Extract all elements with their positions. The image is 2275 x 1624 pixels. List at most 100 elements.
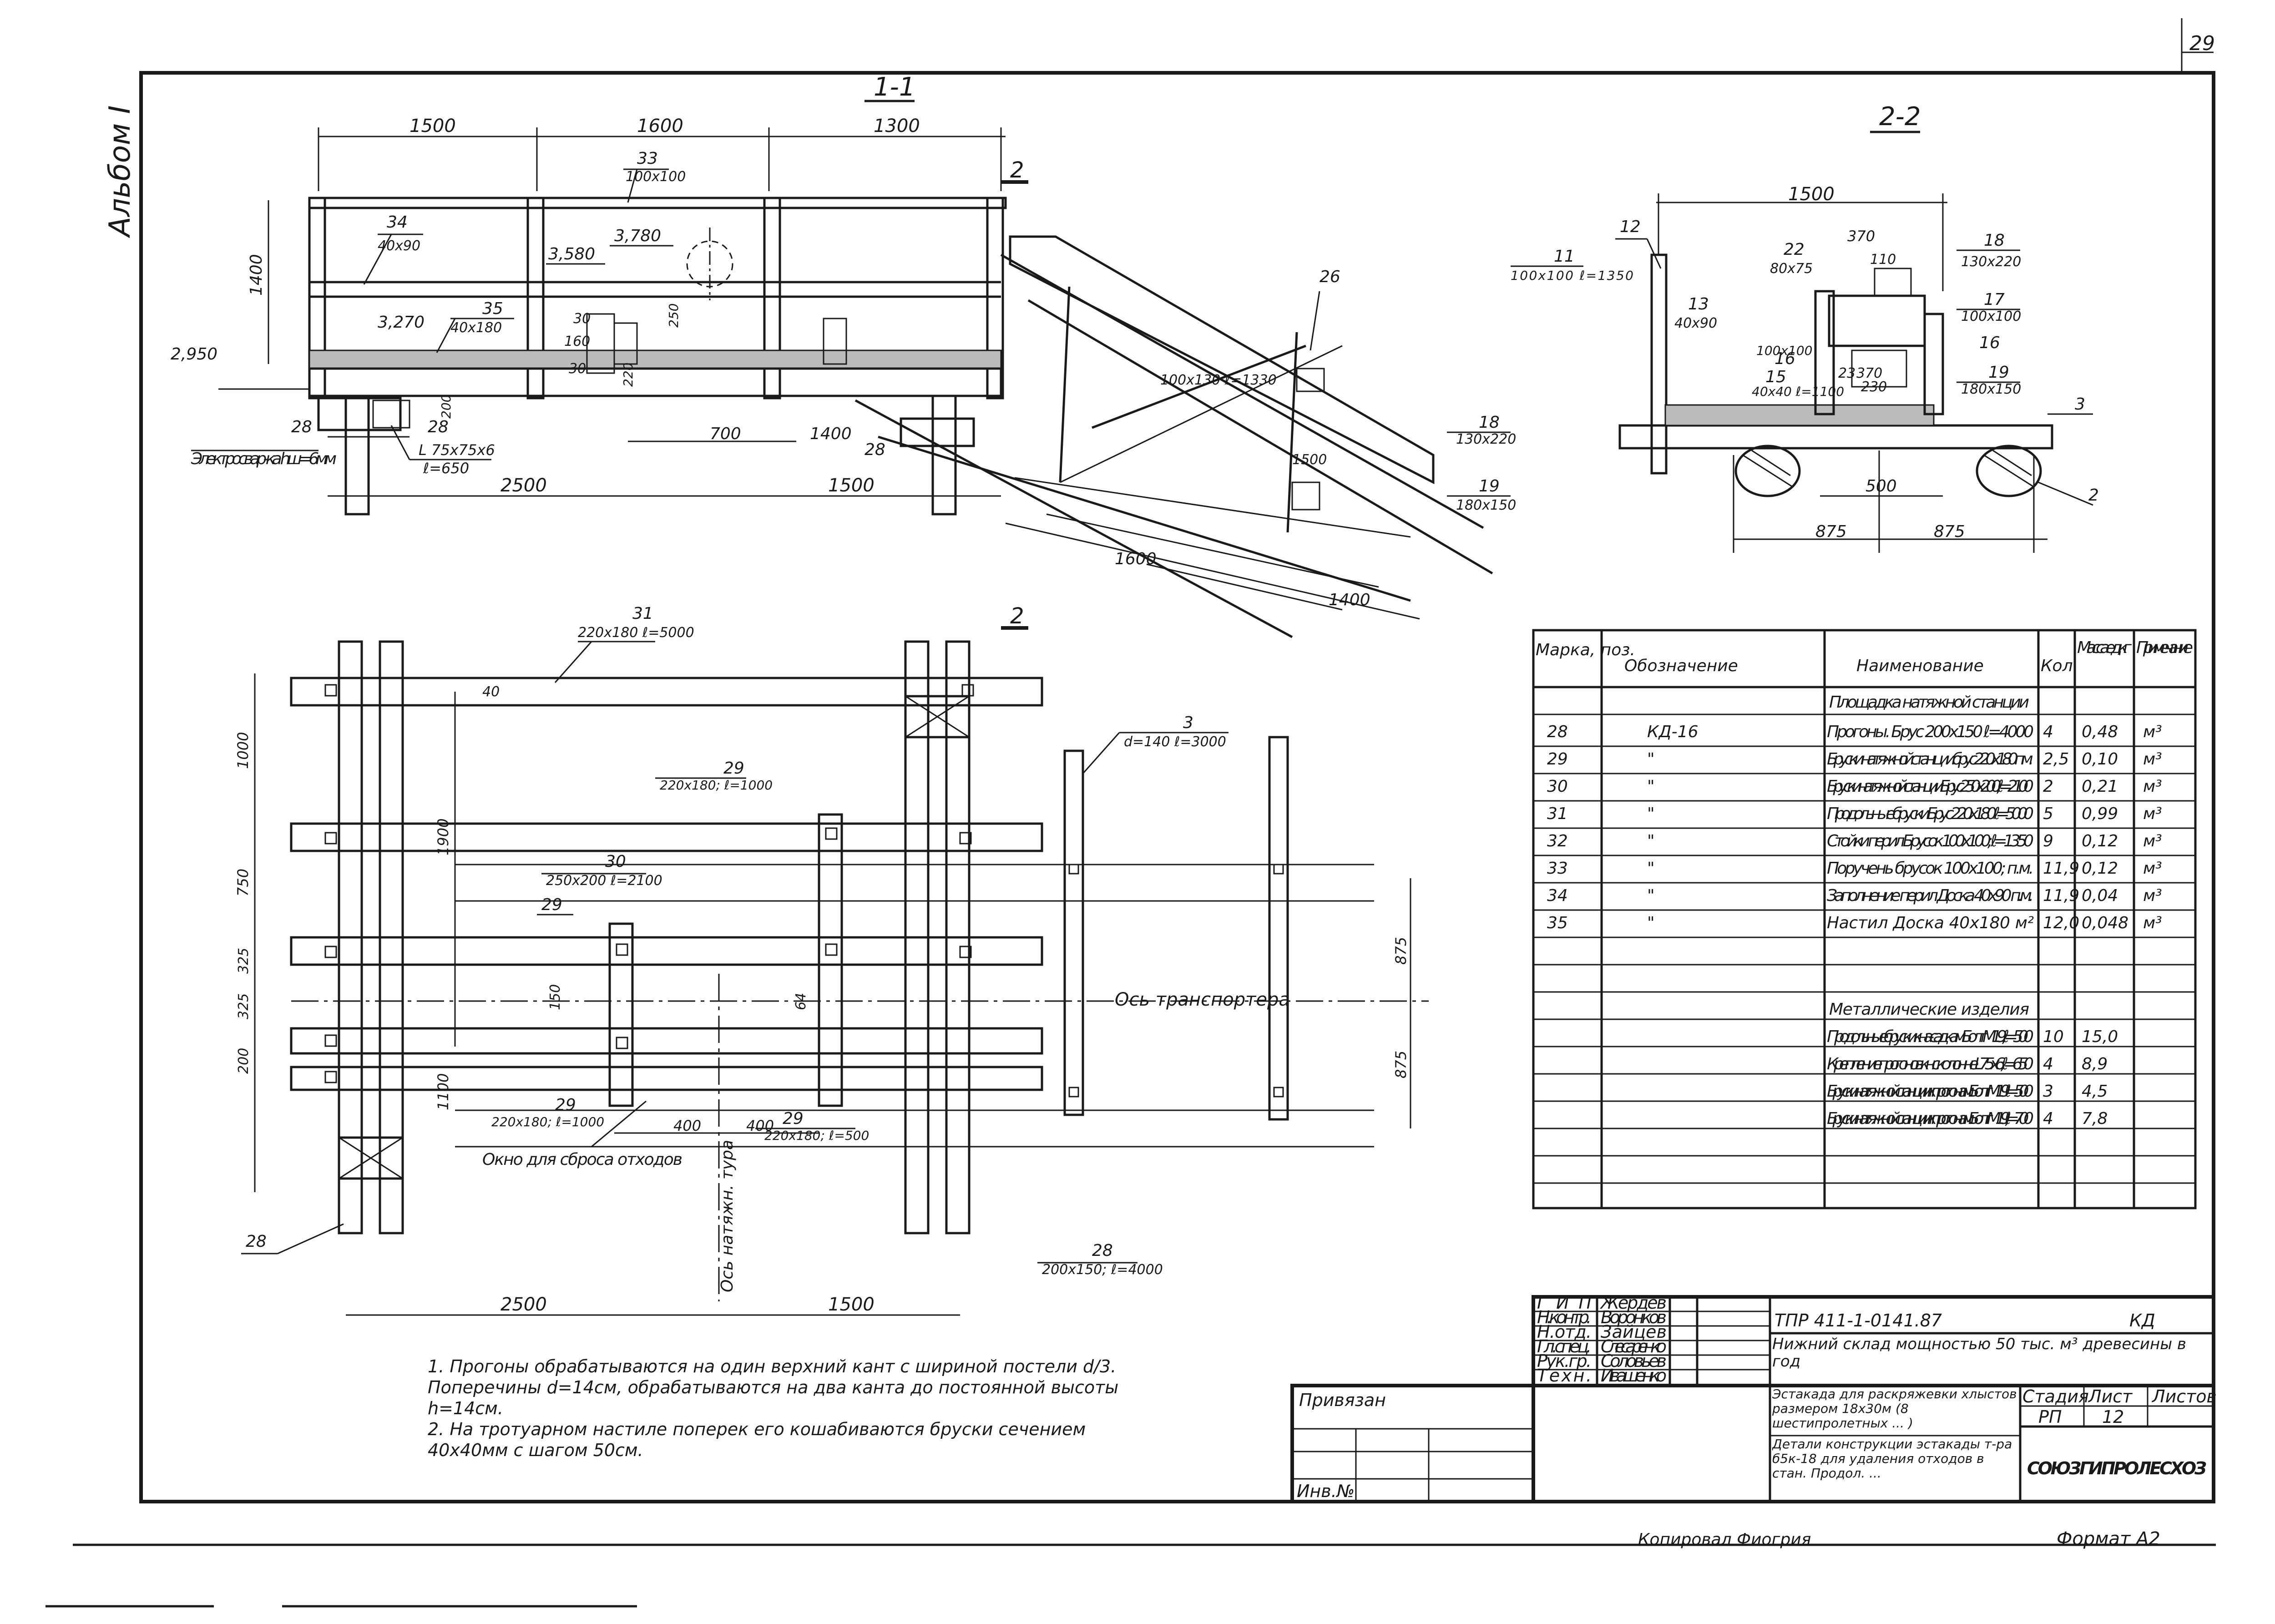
svg-text:130x220: 130x220 (1456, 431, 1516, 447)
svg-text:200: 200 (439, 395, 454, 419)
svg-text:100x100: 100x100 (1756, 343, 1812, 358)
svg-text:12: 12 (2102, 1407, 2124, 1427)
svg-text:22: 22 (1784, 240, 1805, 259)
svg-text:220x180; ℓ=1000: 220x180; ℓ=1000 (660, 778, 773, 793)
notes: 1. Прогоны обрабатываются на один верхни… (428, 1356, 1119, 1460)
svg-text:40x90: 40x90 (1674, 315, 1717, 331)
object-name: Эстакада для раскряжевки хлыстов размеро… (1772, 1387, 2017, 1431)
project-name: Нижний склад мощностью 50 тыс. м³ древес… (1772, 1336, 2186, 1371)
svg-text:18: 18 (1479, 413, 1500, 432)
page-number: 29 (2189, 32, 2215, 55)
album-label: Альбом I (103, 105, 137, 238)
svg-text:80x75: 80x75 (1770, 261, 1813, 277)
axis-drum-label: Ось натяжн. тура (718, 1140, 737, 1292)
doc-type: КД (2129, 1310, 2155, 1331)
svg-text:12: 12 (1620, 218, 1641, 236)
svg-text:150: 150 (547, 984, 563, 1010)
role-title: Н.контр. (1537, 1307, 1592, 1327)
level-2950: 2,950 (171, 345, 217, 364)
spec-cell-name: Прогоны. Брус 200x150 ℓ=4000 (1827, 723, 2034, 741)
spec-cell-mark: 31 (1547, 804, 1568, 823)
spec-cell-qty: 5 (2043, 804, 2053, 823)
deck-35 (308, 349, 1002, 369)
svg-text:40: 40 (482, 684, 500, 700)
svg-text:1600: 1600 (1115, 550, 1157, 568)
spec-cell-mass: 0,12 (2082, 832, 2118, 850)
svg-text:1000: 1000 (234, 732, 252, 769)
sheet-name: Детали конструкции эстакады т-ра б5к-18 … (1772, 1437, 2012, 1481)
svg-text:РП: РП (2038, 1407, 2062, 1427)
log-pile-right (1976, 445, 2042, 497)
plan-beam-28-left (338, 640, 363, 1234)
metal-cell-mass: 4,5 (2082, 1082, 2108, 1101)
crossbeam-3 (1618, 424, 2053, 450)
role-title: Техн. (1537, 1366, 1592, 1386)
spec-cell-qty: 11,9 (2043, 886, 2079, 905)
svg-text:250x200 ℓ=2100: 250x200 ℓ=2100 (546, 873, 662, 889)
svg-text:700: 700 (710, 425, 741, 443)
svg-text:d=140 ℓ=3000: d=140 ℓ=3000 (1124, 734, 1226, 750)
svg-text:29: 29 (723, 759, 744, 778)
section-1-1-title: 1-1 (874, 72, 915, 102)
spec-cell-mark: 29 (1547, 750, 1568, 769)
svg-text:400: 400 (673, 1117, 701, 1134)
note-1: 1. Прогоны обрабатываются на один верхни… (428, 1356, 1119, 1418)
svg-text:ℓ=650: ℓ=650 (423, 460, 469, 477)
metal-cell-qty: 4 (2043, 1109, 2053, 1128)
svg-text:1100: 1100 (435, 1073, 452, 1110)
svg-text:Лист: Лист (2088, 1386, 2133, 1406)
svg-text:2: 2 (1010, 603, 1024, 629)
svg-text:28: 28 (291, 418, 312, 436)
svg-text:1500: 1500 (1788, 184, 1835, 205)
svg-text:Площадка натяжной станции: Площадка натяжной станции (1829, 693, 2029, 712)
svg-text:180x150: 180x150 (1456, 497, 1516, 513)
svg-text:Наименование: Наименование (1856, 657, 1984, 675)
svg-text:28: 28 (246, 1232, 267, 1251)
svg-text:1500: 1500 (1292, 452, 1327, 468)
section-1-1: 1-1 1500 1600 1300 1400 2,950 3,270 3,58… (171, 72, 1516, 638)
svg-text:875: 875 (1934, 522, 1965, 541)
svg-text:160: 160 (564, 334, 590, 349)
metal-cell-mass: 7,8 (2082, 1109, 2108, 1128)
spec-cell-qty: 11,9 (2043, 859, 2079, 878)
svg-text:19: 19 (1988, 363, 2009, 382)
spec-cell-note: м³ (2143, 859, 2162, 878)
spec-cell-qty: 2 (2043, 777, 2053, 796)
label-33: 33 (637, 149, 658, 168)
metal-cell-name: Бруски натяжной станции к прогонам. Болт… (1827, 1082, 2034, 1101)
role-title: ГИП (1537, 1293, 1592, 1313)
svg-text:130x220: 130x220 (1961, 254, 2021, 270)
spec-cell-qty: 2,5 (2043, 750, 2069, 769)
spec-cell-note: м³ (2143, 723, 2162, 741)
plan-log-3-b (1268, 736, 1289, 1121)
svg-text:19: 19 (1479, 477, 1500, 496)
plan-log-3-a (1063, 749, 1084, 1116)
metal-cell-qty: 4 (2043, 1055, 2053, 1073)
spec-cell-mass: 0,04 (2082, 886, 2118, 905)
svg-text:3: 3 (2075, 395, 2085, 414)
level-3270: 3,270 (378, 313, 425, 332)
level-3580: 3,580 (548, 245, 595, 263)
dim-1600: 1600 (637, 116, 683, 137)
svg-text:Стадия: Стадия (2022, 1386, 2089, 1406)
spec-cell-name: Заполнение перил Доска 40x90 п.м. (1827, 886, 2034, 905)
svg-text:29: 29 (555, 1096, 576, 1114)
label-34-size: 40x90 (378, 238, 420, 254)
spec-cell-note: м³ (2143, 832, 2162, 850)
svg-text:Инв.№: Инв.№ (1297, 1481, 1355, 1501)
svg-text:2500: 2500 (500, 475, 547, 496)
svg-text:13: 13 (1688, 295, 1709, 314)
metal-cell-mass: 8,9 (2082, 1055, 2108, 1073)
note-2: 2. На тротуарном настиле поперек его кош… (428, 1419, 1086, 1460)
svg-text:1400: 1400 (247, 254, 266, 296)
svg-text:500: 500 (1866, 477, 1897, 496)
svg-text:3: 3 (1183, 713, 1193, 732)
svg-text:23: 23 (1838, 365, 1855, 381)
spec-cell-mark: 33 (1547, 859, 1568, 878)
svg-text:30: 30 (605, 852, 626, 871)
svg-text:325: 325 (236, 993, 252, 1019)
format-label: Формат А2 (2057, 1528, 2160, 1549)
